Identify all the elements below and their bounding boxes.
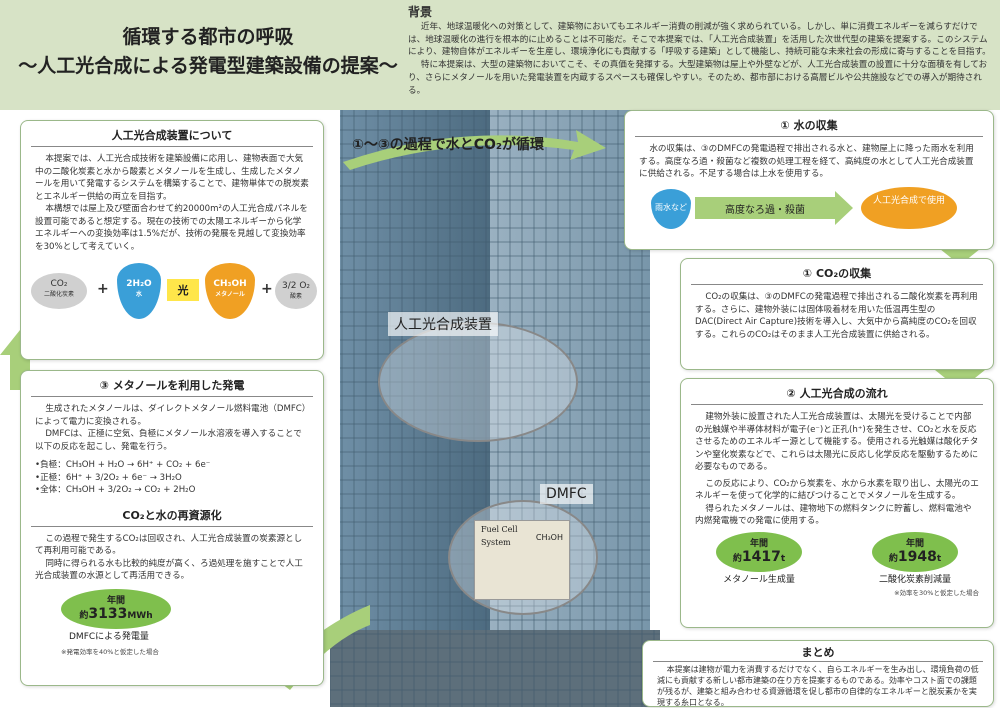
reuse-heading: CO₂と水の再資源化 xyxy=(31,507,313,527)
reuse-paragraph-1: この過程で発生するCO₂は回収され、人工光合成装置の炭素源として再利用可能である… xyxy=(35,533,303,557)
water-flow-diagram: 雨水など 高度なろ過・殺菌 人工光合成で使用 xyxy=(625,185,993,231)
water-flow-end: 人工光合成で使用 xyxy=(861,186,957,229)
fuel-cell-text-1: Fuel Cell xyxy=(481,525,518,534)
stat2-period: 年間 xyxy=(905,538,924,549)
flow-heading: ② 人工光合成の流れ xyxy=(691,385,983,405)
flow-note: ※効率を30%と仮定した場合 xyxy=(894,588,979,597)
fuel-cell-text-2: System xyxy=(481,538,511,547)
about-heading: 人工光合成装置について xyxy=(31,127,313,147)
flow-paragraph-3: 得られたメタノールは、建物地下の燃料タンクに貯蓄し、燃料電池や内燃発電機での発電… xyxy=(695,503,972,527)
background-section: 背景 近年、地球温暖化への対策として、建築物においてもエネルギー消費の削減が強く… xyxy=(408,6,994,98)
stat1-prefix: 約 xyxy=(732,553,742,564)
eq-ch3oh: CH₃OH xyxy=(213,279,247,289)
dmfc-note: ※発電効率を40%と仮定した場合 xyxy=(61,647,159,656)
reaction-r2: •正極：6H⁺ + 3/2O₂ + 6e⁻ → 3H₂O xyxy=(35,472,182,483)
dmfc-stat: 年間 約3133MWh DMFCによる発電量 ※発電効率を40%と仮定した場合 xyxy=(21,588,323,656)
methanol-drop-icon: CH₃OH メタノール xyxy=(205,263,255,319)
eq-plus-2: + xyxy=(261,281,273,297)
water-panel: ① 水の収集 水の収集は、③のDMFCの発電過程で排出される水と、建物屋上に降っ… xyxy=(624,110,994,250)
dmfc-heading: ③ メタノールを利用した発電 xyxy=(31,377,313,397)
title-line-1: 循環する都市の呼吸 xyxy=(122,26,294,48)
stat1-period: 年間 xyxy=(749,538,768,549)
water-paragraph: 水の収集は、③のDMFCの発電過程で排出される水と、建物屋上に降った雨水を利用す… xyxy=(639,144,974,179)
fuel-cell-text-3: CH₃OH xyxy=(535,533,563,542)
dmfc-panel: ③ メタノールを利用した発電 生成されたメタノールは、ダイレクトメタノール燃料電… xyxy=(20,370,324,686)
methanol-stat: 年間 約1417t メタノール生成量 xyxy=(716,531,802,585)
eq-plus-1: + xyxy=(97,281,109,297)
stat2-unit: t xyxy=(936,553,942,564)
background-heading: 背景 xyxy=(408,5,433,19)
stat2-prefix: 約 xyxy=(888,553,898,564)
poster-title: 循環する都市の呼吸 ～人工光合成による発電型建築設備の提案～ xyxy=(8,22,408,80)
stat2-label: 二酸化炭素削減量 xyxy=(878,574,951,585)
eq-h2o: 2H₂O xyxy=(126,279,152,289)
reaction-equation: CO₂ 二酸化炭素 + 2H₂O 水 光 CH₃OH メタノール + 3/2 O… xyxy=(21,253,323,333)
dmfc-label: DMFC xyxy=(540,484,593,504)
flow-paragraph-1: 建物外装に設置された人工光合成装置は、太陽光を受けることで内部の光触媒や半導体材… xyxy=(695,412,979,472)
co2-cloud-icon: CO₂ 二酸化炭素 xyxy=(31,273,87,309)
flow-panel: ② 人工光合成の流れ 建物外装に設置された人工光合成装置は、太陽光を受けることで… xyxy=(680,378,994,628)
light-arrow-icon: 光 xyxy=(167,279,199,301)
flow-paragraph-2: この反応により、CO₂から炭素を、水から水素を取り出し、太陽光のエネルギーを使っ… xyxy=(695,478,979,502)
flow-arrow-icon xyxy=(835,190,853,225)
rain-drop-icon: 雨水など xyxy=(651,188,691,229)
co2-reduction-stat: 年間 約1948t 二酸化炭素削減量 xyxy=(872,531,958,585)
reaction-r3: •全体：CH₃OH + 3/2O₂ → CO₂ + 2H₂O xyxy=(35,485,196,495)
summary-paragraph: 本提案は建物が電力を消費するだけでなく、自らエネルギーを生み出し、環境負荷の低減… xyxy=(657,665,979,707)
apparatus-callout xyxy=(378,322,578,442)
summary-panel: まとめ 本提案は建物が電力を消費するだけでなく、自らエネルギーを生み出し、環境負… xyxy=(642,640,994,707)
header-band xyxy=(0,0,1000,110)
co2-panel: ① CO₂の収集 CO₂の収集は、③のDMFCの発電過程で排出される二酸化炭素を… xyxy=(680,258,994,370)
stat2-value: 1948 xyxy=(897,548,937,565)
water-drop-icon: 2H₂O 水 xyxy=(117,263,161,319)
background-paragraph-2: 特に本提案は、大型の建築物においてこそ、その真価を発揮する。大型建築物は屋上や外… xyxy=(408,60,988,96)
water-flow-mid: 高度なろ過・殺菌 xyxy=(695,196,835,219)
about-paragraph-2: 本構想では屋上及び壁面合わせて約20000m²の人工光合成パネルを設置可能である… xyxy=(35,204,308,252)
cycle-arrow-label: ①～③の過程で水とCO₂が循環 xyxy=(352,137,545,153)
co2-heading: ① CO₂の収集 xyxy=(691,265,983,285)
eq-ch3oh-sub: メタノール xyxy=(215,291,245,298)
flow-stats: 年間 約1417t メタノール生成量 年間 約1948t 二酸化炭素削減量 xyxy=(681,531,993,585)
dmfc-stat-value: 3133 xyxy=(88,605,128,622)
eq-o2: 3/2 O₂ xyxy=(281,281,311,291)
title-line-2: ～人工光合成による発電型建築設備の提案～ xyxy=(18,55,398,77)
stat1-label: メタノール生成量 xyxy=(723,574,795,585)
dmfc-stat-prefix: 約 xyxy=(79,610,89,621)
eq-co2-sub: 二酸化炭素 xyxy=(43,291,74,298)
about-panel: 人工光合成装置について 本提案では、人工光合成技術を建築設備に応用し、建物表面で… xyxy=(20,120,324,360)
dmfc-stat-unit: MWh xyxy=(127,610,153,621)
eq-h2o-sub: 水 xyxy=(135,291,142,298)
eq-co2: CO₂ xyxy=(50,279,68,289)
background-paragraph-1: 近年、地球温暖化への対策として、建築物においてもエネルギー消費の削減が強く求めら… xyxy=(408,21,991,58)
o2-cloud-icon: 3/2 O₂ 酸素 xyxy=(275,273,317,309)
apparatus-label: 人工光合成装置 xyxy=(388,312,498,336)
fuel-cell-unit: Fuel Cell System CH₃OH xyxy=(474,520,570,600)
reuse-paragraph-2: 同時に得られる水も比較的純度が高く、ろ過処理を施すことで人工光合成装置の水源とし… xyxy=(35,558,303,582)
co2-paragraph: CO₂の収集は、③のDMFCの発電過程で排出される二酸化炭素を再利用する。さらに… xyxy=(695,292,978,340)
dmfc-stat-period: 年間 xyxy=(106,595,125,606)
eq-o2-sub: 酸素 xyxy=(289,293,302,300)
about-paragraph-1: 本提案では、人工光合成技術を建築設備に応用し、建物表面で大気中の二酸化炭素と水か… xyxy=(35,154,309,202)
stat1-unit: t xyxy=(780,553,786,564)
stat1-value: 1417 xyxy=(741,548,781,565)
summary-heading: まとめ xyxy=(653,644,983,662)
reaction-r1: •負極：CH₃OH + H₂O → 6H⁺ + CO₂ + 6e⁻ xyxy=(35,460,211,470)
water-heading: ① 水の収集 xyxy=(635,117,983,137)
dmfc-paragraph-2: DMFCは、正極に空気、負極にメタノール水溶液を導入することで以下の反応を起こし… xyxy=(35,429,302,452)
cycle-arrow-icon xyxy=(343,130,606,170)
dmfc-paragraph-1: 生成されたメタノールは、ダイレクトメタノール燃料電池（DMFC）によって電力に変… xyxy=(35,404,307,427)
dmfc-stat-label: DMFCによる発電量 xyxy=(69,631,149,642)
